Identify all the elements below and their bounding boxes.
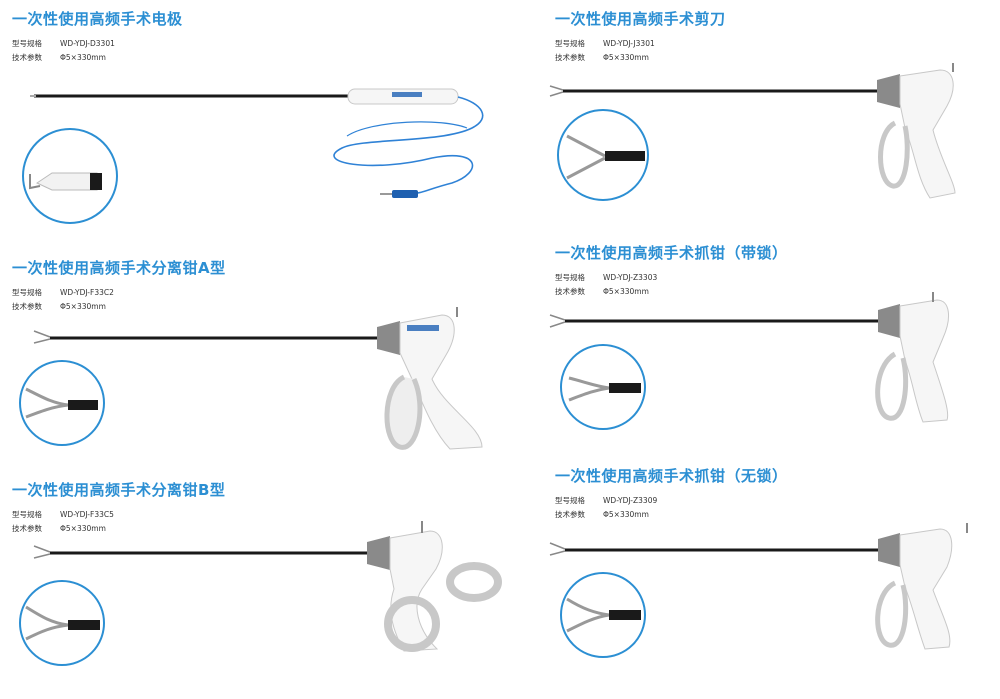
grasper-jaw <box>549 542 566 556</box>
electrode-cable-loop <box>346 121 468 137</box>
dissector-a-illustration <box>19 307 483 450</box>
param-value: Φ5×330mm <box>60 524 106 533</box>
param-spec: 技术参数 Φ5×330mm <box>555 52 649 63</box>
grasper-trigger <box>875 580 909 648</box>
detail-shaft-end <box>609 610 641 620</box>
detail-shaft-end <box>68 620 100 630</box>
model-value: WD-YDJ-F33C5 <box>60 510 114 519</box>
rotation-knob <box>877 74 900 108</box>
model-label: 型号规格 <box>12 288 42 297</box>
rotation-knob <box>878 533 900 567</box>
model-value: WD-YDJ-F33C2 <box>60 288 114 297</box>
grasper-trigger <box>875 351 909 421</box>
product-title: 一次性使用高频手术抓钳（带锁） <box>555 244 788 262</box>
param-value: Φ5×330mm <box>603 287 649 296</box>
rotation-knob <box>878 304 900 338</box>
scissors-trigger <box>878 120 910 189</box>
dissector-b-illustration <box>19 521 502 666</box>
param-spec: 技术参数 Φ5×330mm <box>12 52 106 63</box>
scissors-handle <box>899 69 956 199</box>
model-value: WD-YDJ-Z3303 <box>603 273 658 282</box>
product-scissors: 一次性使用高频手术剪刀 型号规格 WD-YDJ-J3301 技术参数 Φ5×330m… <box>549 8 1000 228</box>
model-spec: 型号规格 WD-YDJ-F33C2 <box>12 287 114 298</box>
param-label: 技术参数 <box>555 287 585 296</box>
model-spec: 型号规格 WD-YDJ-F33C5 <box>12 509 114 520</box>
param-spec: 技术参数 Φ5×330mm <box>555 286 649 297</box>
dissector-handle <box>399 314 483 450</box>
model-value: WD-YDJ-J3301 <box>603 39 655 48</box>
param-spec: 技术参数 Φ5×330mm <box>555 509 649 520</box>
dissector-jaw <box>33 330 51 344</box>
dissector-trigger <box>384 374 423 450</box>
param-spec: 技术参数 Φ5×330mm <box>12 523 106 534</box>
detail-shaft-end <box>90 173 102 190</box>
brand-mark <box>407 325 439 331</box>
detail-shaft-end <box>609 383 641 393</box>
model-label: 型号规格 <box>12 39 42 48</box>
rotation-knob <box>367 536 390 570</box>
electrode-illustration <box>22 88 484 224</box>
product-title: 一次性使用高频手术分离钳B型 <box>12 481 226 499</box>
param-label: 技术参数 <box>555 510 585 519</box>
electrode-cable <box>333 96 484 194</box>
param-label: 技术参数 <box>12 53 42 62</box>
detail-shaft-end <box>68 400 98 410</box>
detail-jaws <box>568 376 610 402</box>
product-grasper-nolock: 一次性使用高频手术抓钳（无锁） 型号规格 WD-YDJ-Z3309 技术参数 Φ5×… <box>549 465 1000 685</box>
model-label: 型号规格 <box>555 496 585 505</box>
model-spec: 型号规格 WD-YDJ-Z3309 <box>555 495 657 506</box>
detail-jaws <box>25 605 69 641</box>
detail-hook <box>29 174 41 190</box>
param-spec: 技术参数 Φ5×330mm <box>12 301 106 312</box>
param-value: Φ5×330mm <box>603 53 649 62</box>
product-title: 一次性使用高频手术分离钳A型 <box>12 259 226 277</box>
product-dissector-b: 一次性使用高频手术分离钳B型 型号规格 WD-YDJ-F33C5 技术参数 Φ5×3… <box>12 479 502 699</box>
grasper-handle <box>899 528 953 650</box>
detail-shaft-end <box>605 151 645 161</box>
product-title: 一次性使用高频手术抓钳（无锁） <box>555 467 788 485</box>
grasper-nolock-illustration <box>549 523 968 658</box>
param-label: 技术参数 <box>12 302 42 311</box>
product-title: 一次性使用高频手术剪刀 <box>555 10 726 28</box>
model-spec: 型号规格 WD-YDJ-D3301 <box>12 38 115 49</box>
product-grasper-lock: 一次性使用高频手术抓钳（带锁） 型号规格 WD-YDJ-Z3303 技术参数 Φ5×… <box>549 242 1000 462</box>
model-spec: 型号规格 WD-YDJ-Z3303 <box>555 272 657 283</box>
dissector-jaw <box>33 545 51 559</box>
model-label: 型号规格 <box>12 510 42 519</box>
param-value: Φ5×330mm <box>603 510 649 519</box>
grasper-lock-illustration <box>549 292 949 430</box>
detail-blades <box>566 134 606 180</box>
model-label: 型号规格 <box>555 273 585 282</box>
scissors-illustration <box>549 63 956 201</box>
model-value: WD-YDJ-Z3309 <box>603 496 658 505</box>
detail-jaws <box>25 387 69 419</box>
finger-ring-bottom <box>384 596 440 652</box>
grasper-handle <box>899 299 949 423</box>
model-label: 型号规格 <box>555 39 585 48</box>
brand-mark <box>392 92 422 97</box>
scissors-jaw <box>549 85 564 97</box>
param-value: Φ5×330mm <box>60 53 106 62</box>
product-dissector-a: 一次性使用高频手术分离钳A型 型号规格 WD-YDJ-F33C2 技术参数 Φ5×3… <box>12 257 502 477</box>
rotation-knob <box>377 321 400 355</box>
model-spec: 型号规格 WD-YDJ-J3301 <box>555 38 655 49</box>
param-label: 技术参数 <box>555 53 585 62</box>
product-title: 一次性使用高频手术电极 <box>12 10 183 28</box>
param-value: Φ5×330mm <box>60 302 106 311</box>
finger-ring-top <box>446 562 502 602</box>
grasper-jaw <box>549 314 566 328</box>
product-electrode: 一次性使用高频手术电极 型号规格 WD-YDJ-D3301 技术参数 Φ5×330m… <box>12 8 502 228</box>
model-value: WD-YDJ-D3301 <box>60 39 115 48</box>
electrode-plug <box>392 190 418 198</box>
detail-jaws <box>566 597 610 633</box>
param-label: 技术参数 <box>12 524 42 533</box>
